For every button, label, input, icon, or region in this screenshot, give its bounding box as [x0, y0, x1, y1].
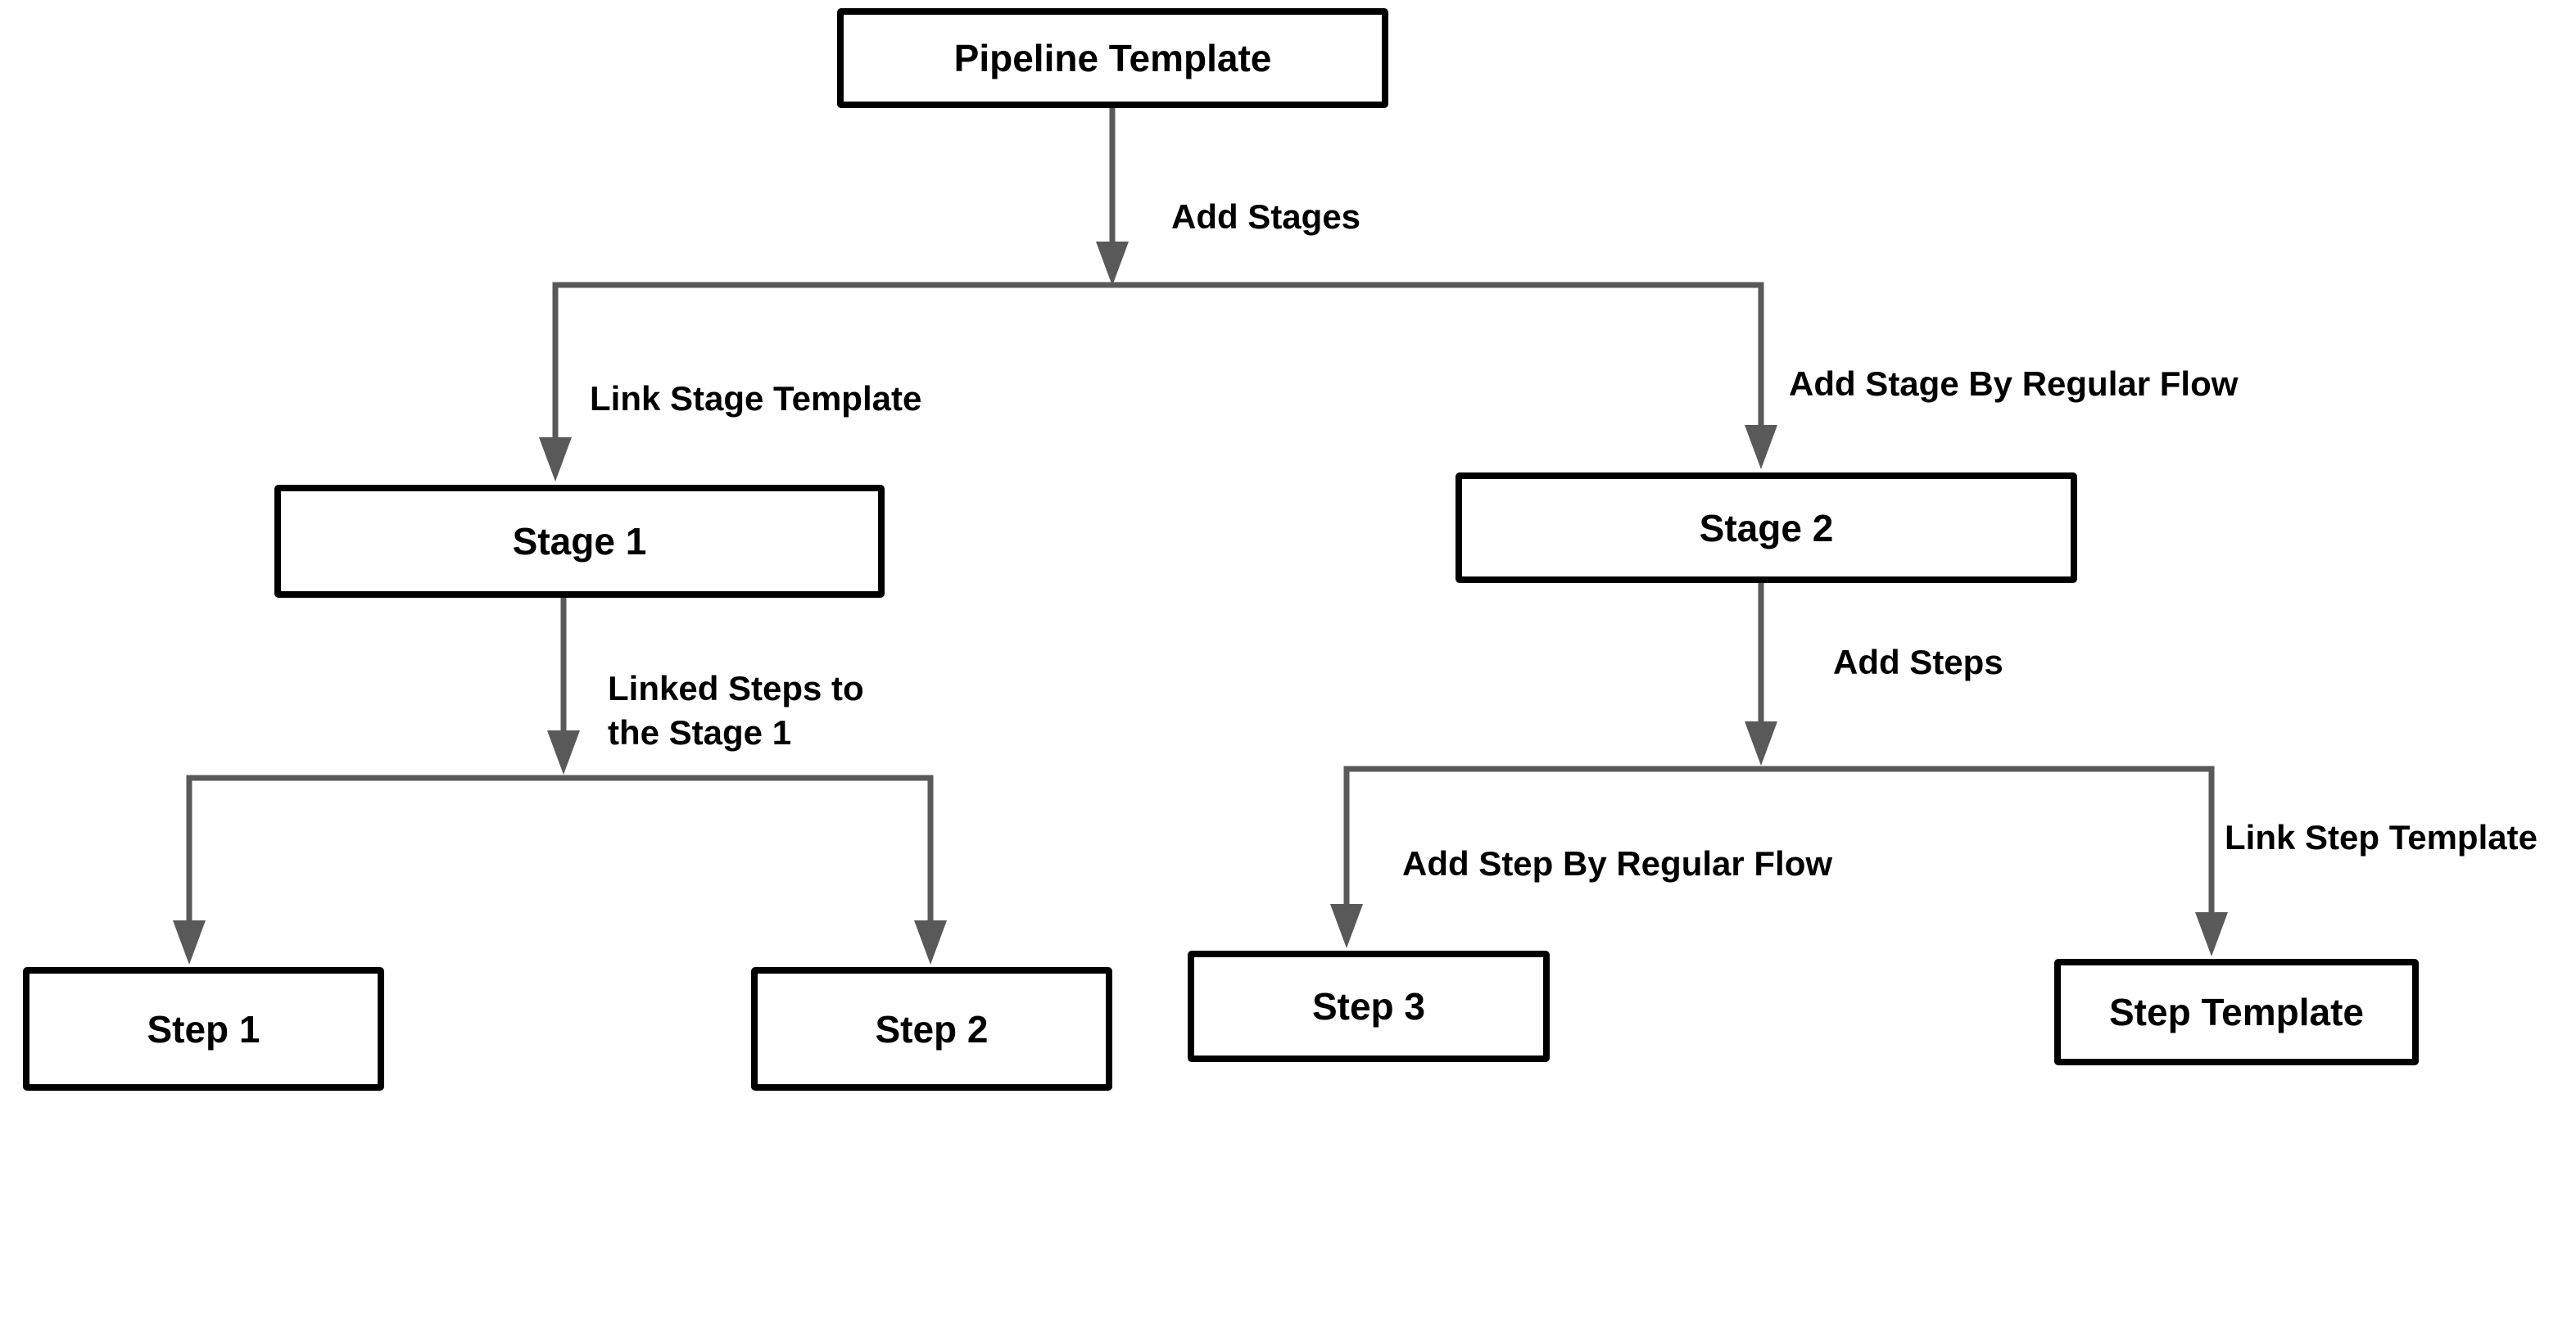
arrowhead-left-rail: [547, 730, 580, 775]
edge-label-linked-steps-line-2: the Stage 1: [608, 713, 792, 752]
edge-label-add-steps: Add Steps: [1833, 643, 2003, 681]
edge-label-add-step-by-regular-flow: Add Step By Regular Flow: [1402, 844, 1833, 883]
edge-left-rail-line: [186, 775, 934, 948]
arrowhead-right-rail: [1745, 721, 1777, 766]
node-step-3-label: Step 3: [1311, 985, 1426, 1028]
edge-label-linked-steps-line-1: Linked Steps to: [608, 669, 864, 707]
node-stage-2: Stage 2: [1456, 472, 2077, 583]
arrowhead-top-rail: [1096, 242, 1129, 286]
arrowhead-step-3: [1330, 904, 1363, 948]
node-step-2: Step 2: [751, 967, 1112, 1091]
arrowhead-stage-1: [539, 437, 572, 481]
node-step-3: Step 3: [1188, 951, 1550, 1062]
edge-label-add-stages: Add Stages: [1171, 197, 1361, 236]
node-stage-1-label: Stage 1: [512, 520, 647, 563]
edge-label-link-stage-template: Link Stage Template: [590, 379, 922, 418]
node-step-template: Step Template: [2054, 959, 2419, 1065]
node-pipeline-template: Pipeline Template: [837, 8, 1388, 108]
node-stage-2-label: Stage 2: [1699, 506, 1834, 549]
edge-top-rail-line: [552, 282, 1764, 465]
arrowhead-step-1: [173, 920, 206, 965]
node-step-2-label: Step 2: [875, 1007, 989, 1051]
arrowhead-stage-2: [1745, 425, 1777, 469]
node-step-template-label: Step Template: [2109, 991, 2364, 1033]
edge-label-linked-steps-to-the-stage-1: Linked Steps to the Stage 1: [608, 667, 864, 755]
edge-label-add-stage-by-regular-flow: Add Stage By Regular Flow: [1789, 364, 2239, 403]
node-step-1: Step 1: [23, 967, 384, 1091]
arrowhead-step-template: [2195, 912, 2228, 956]
arrowhead-step-2: [914, 920, 947, 965]
node-step-1-label: Step 1: [147, 1007, 260, 1051]
edge-right-rail-line: [1343, 766, 2215, 938]
node-stage-1: Stage 1: [274, 485, 885, 598]
node-pipeline-template-label: Pipeline Template: [953, 37, 1272, 79]
edge-label-link-step-template: Link Step Template: [2225, 818, 2538, 857]
